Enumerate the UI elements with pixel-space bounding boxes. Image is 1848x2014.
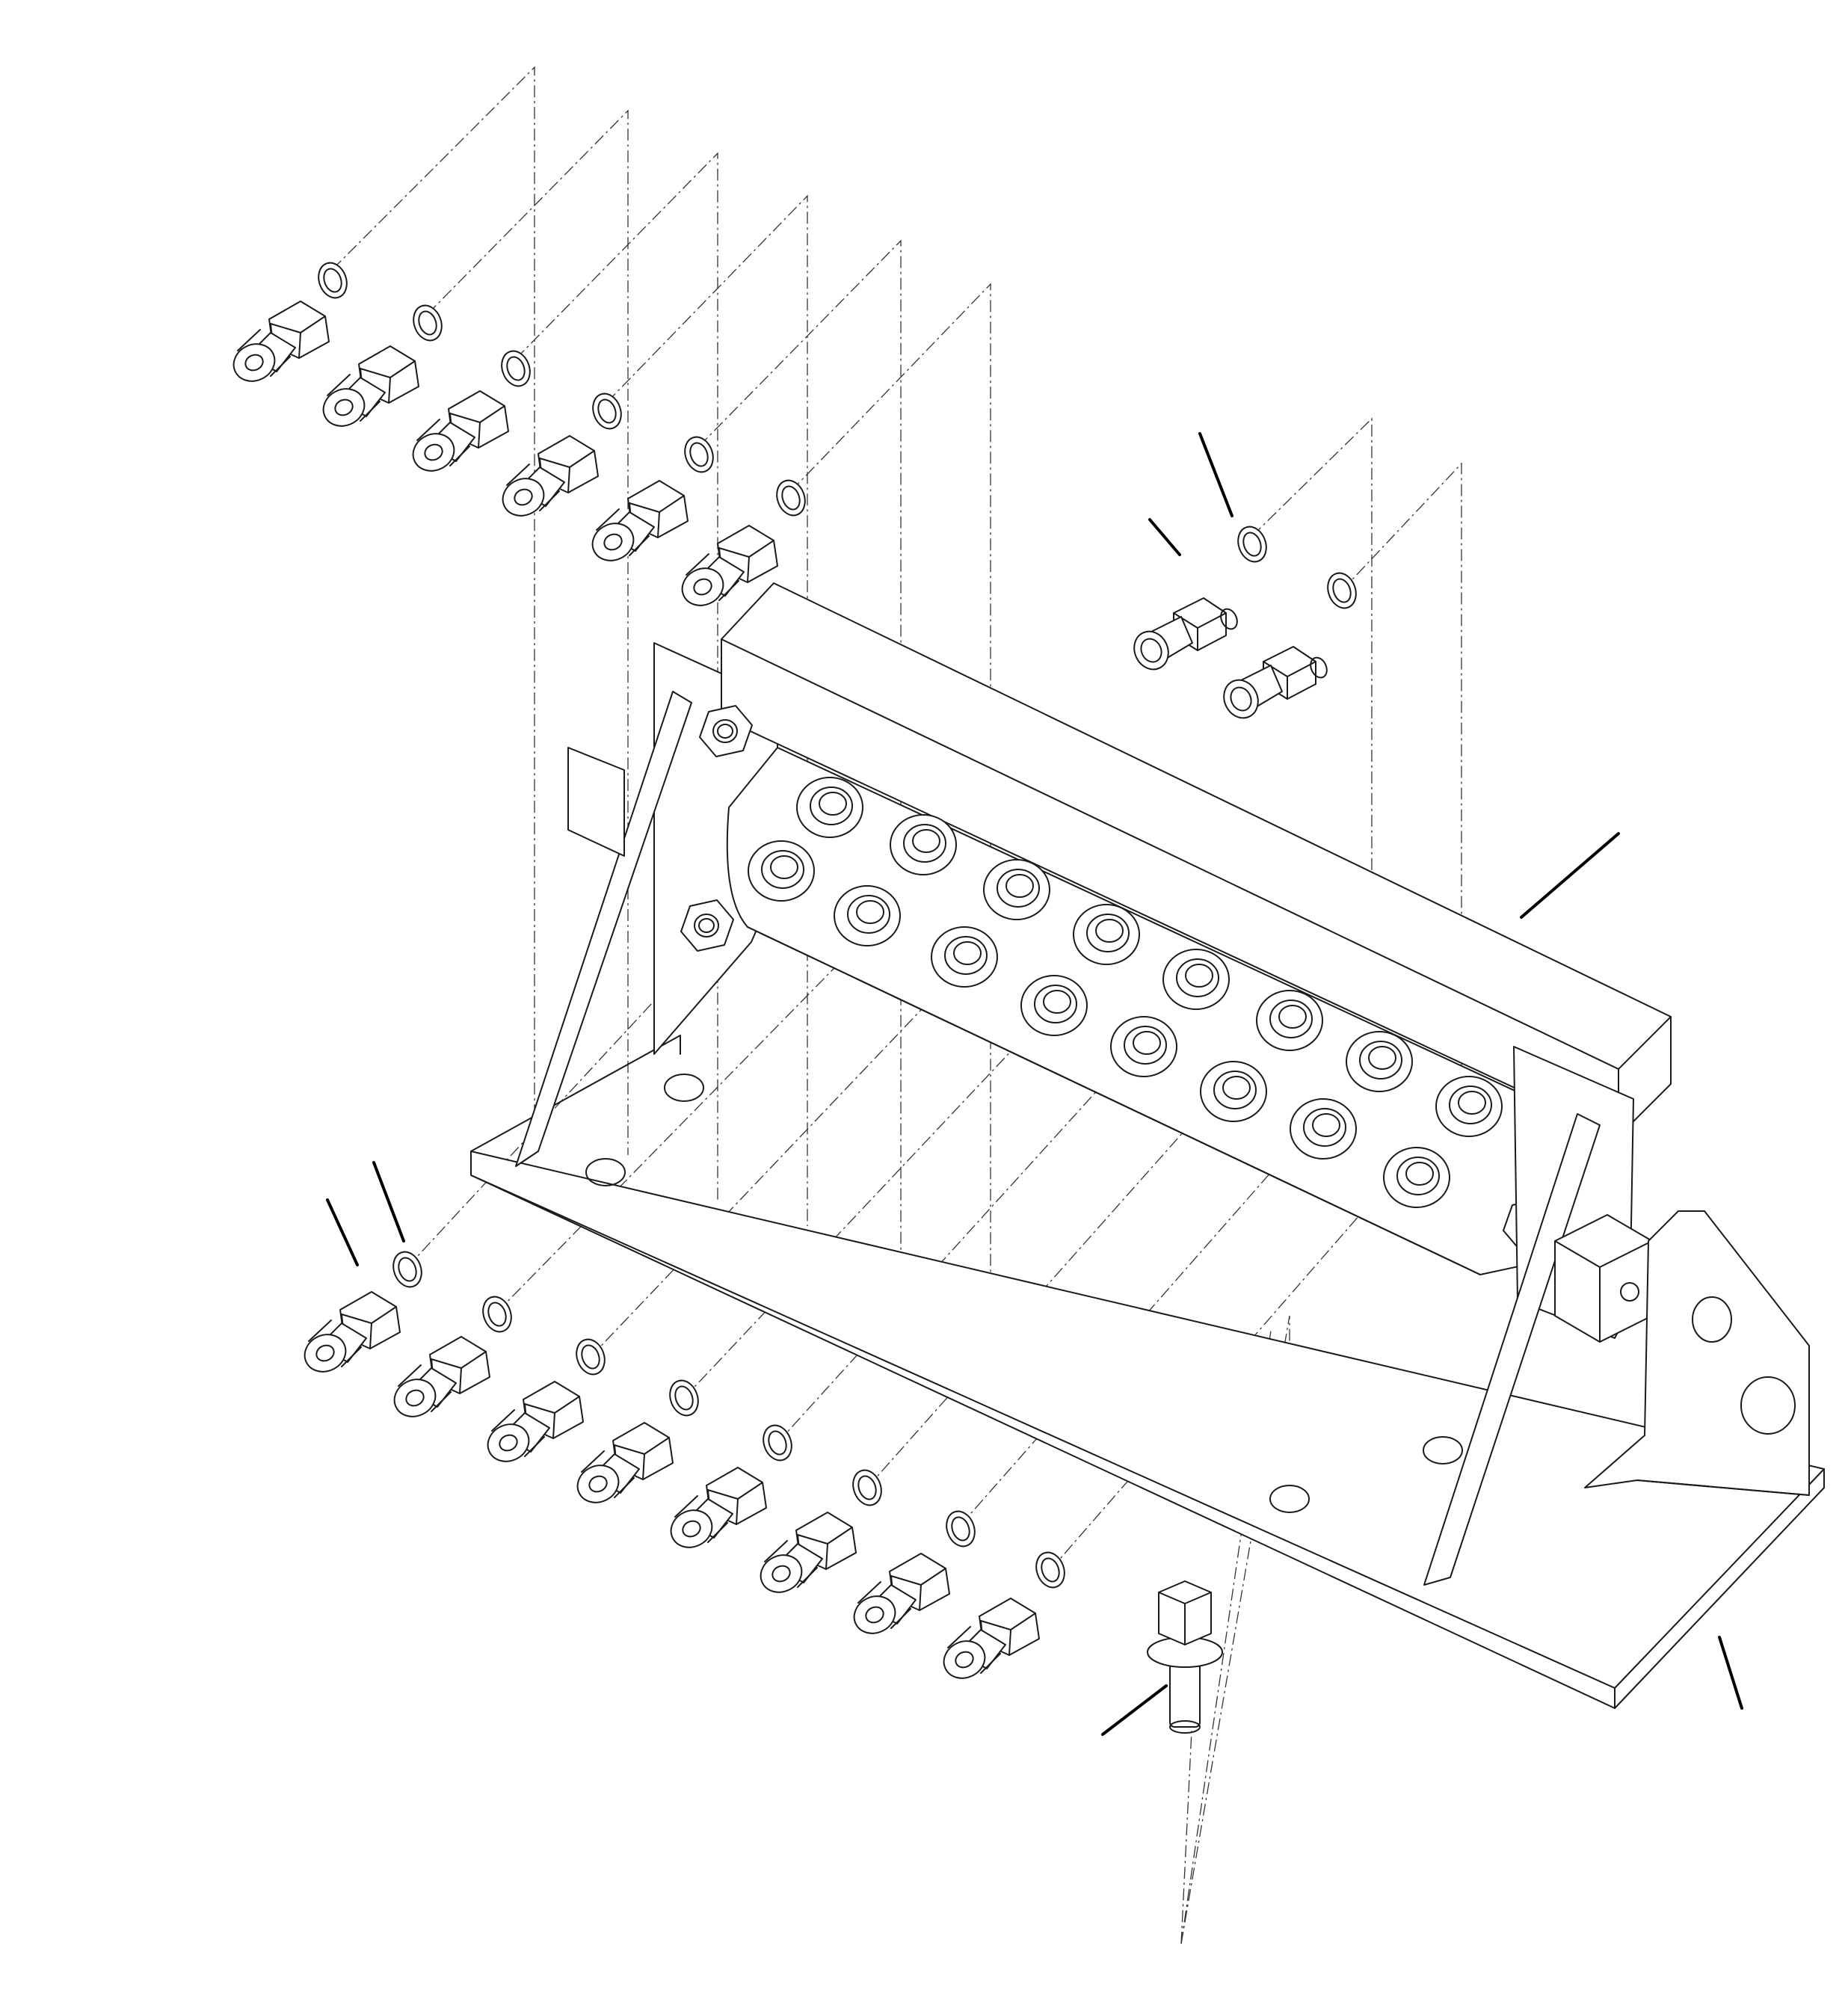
callout-top-o-ring [1198,432,1233,517]
o-ring-icon [1322,568,1362,613]
o-ring-icon [757,1420,798,1465]
fitting-icon [847,1553,950,1641]
o-ring-icon [679,432,719,477]
fitting-icon [754,1512,857,1600]
right-bracket [1584,1210,1810,1496]
callout-leaders [326,432,1743,1736]
base-plate [470,1035,1825,1709]
callout-barb-fitting [1148,518,1181,556]
o-ring-icon [1232,522,1272,567]
o-ring-icon [940,1506,981,1551]
fitting-icon [570,1422,674,1510]
callout-bottom-fitting [326,1198,359,1266]
fitting-icon [664,1467,767,1555]
callout-bottom-o-ring [372,1161,405,1242]
flange-bolt [1147,1580,1223,1734]
top-fitting-row [227,258,811,613]
barb-fitting-icon [1127,597,1241,676]
o-ring-icon [477,1292,517,1337]
o-ring-icon [664,1376,704,1420]
right-upright [1423,1046,1653,1586]
callout-manifold-block [1520,832,1620,919]
barb-fitting-group [1127,522,1362,724]
fitting-icon [481,1381,584,1469]
o-ring-icon [847,1465,887,1510]
fitting-icon [298,1291,401,1379]
left-upright [515,642,778,1167]
o-ring-icon [570,1334,611,1379]
fitting-icon [937,1598,1040,1686]
o-ring-icon [1030,1548,1071,1592]
callout-base-plate [1718,1636,1743,1710]
barb-fitting-icon [1217,646,1331,724]
o-ring-icon [496,346,536,391]
o-ring-icon [387,1247,428,1292]
o-ring-icon [587,389,627,434]
callout-flange-bolt [1101,1684,1168,1736]
o-ring-icon [407,301,448,345]
o-ring-icon [771,475,811,520]
fitting-icon [227,301,330,389]
fitting-icon [406,390,509,478]
fitting-icon [387,1336,490,1424]
fitting-icon [316,345,419,434]
o-ring-icon [312,258,353,303]
fitting-icon [585,480,689,568]
fitting-icon [496,435,599,523]
